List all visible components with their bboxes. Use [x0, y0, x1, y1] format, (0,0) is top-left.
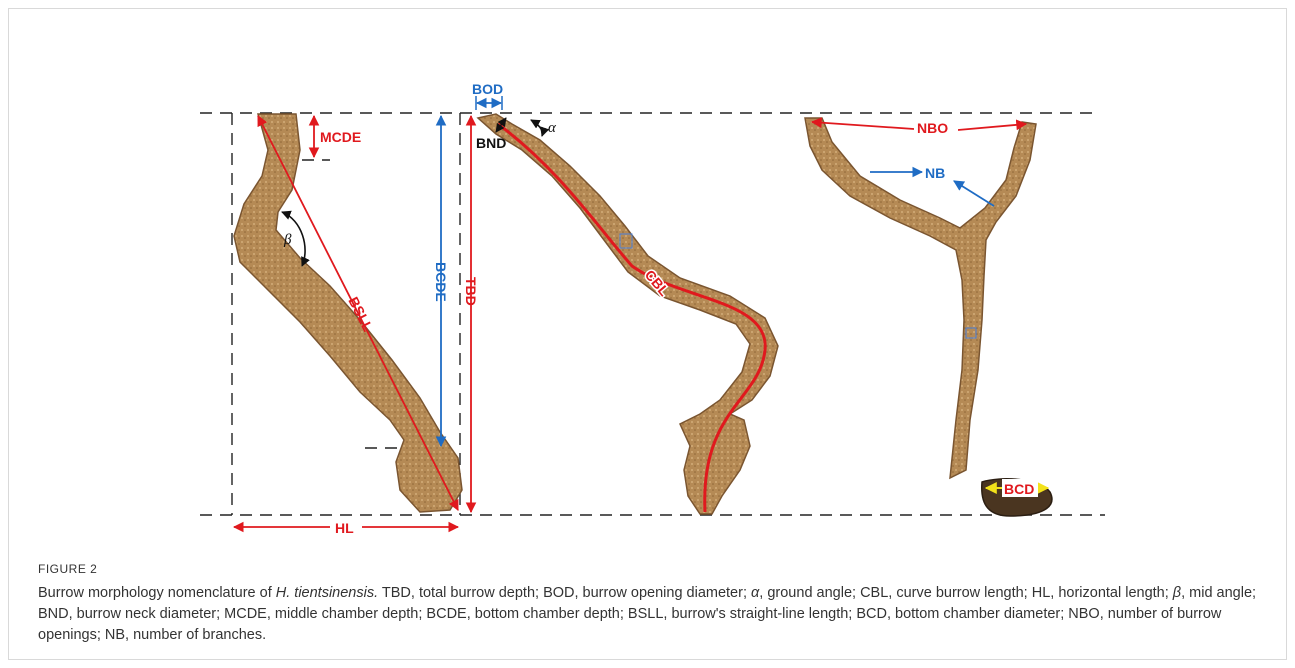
burrow-specimen-middle — [478, 114, 778, 514]
label-bcd: BCD — [1004, 481, 1034, 497]
label-nbo: NBO — [917, 120, 948, 136]
label-nb: NB — [925, 165, 945, 181]
figure-caption: Burrow morphology nomenclature of H. tie… — [38, 583, 1258, 646]
label-hl: HL — [335, 520, 354, 536]
burrow-figure: MCDE β BSLL BCDE TBD HL BOD α BND CBL NB… — [0, 0, 1295, 540]
caption-text-3: , ground angle; CBL, curve burrow length… — [759, 585, 1173, 601]
caption-text-1: Burrow morphology nomenclature of — [38, 585, 276, 601]
label-mcde: MCDE — [320, 129, 361, 145]
figure-label: FIGURE 2 — [38, 562, 97, 576]
label-bnd: BND — [476, 135, 506, 151]
caption-species: H. tientsinensis. — [276, 585, 378, 601]
label-bcde: BCDE — [433, 262, 449, 302]
label-alpha: α — [548, 120, 557, 136]
caption-text-2: TBD, total burrow depth; BOD, burrow ope… — [378, 585, 751, 601]
label-bod: BOD — [472, 81, 503, 97]
caption-beta: β — [1173, 585, 1181, 601]
label-tbd: TBD — [463, 277, 479, 306]
label-beta: β — [283, 232, 292, 248]
